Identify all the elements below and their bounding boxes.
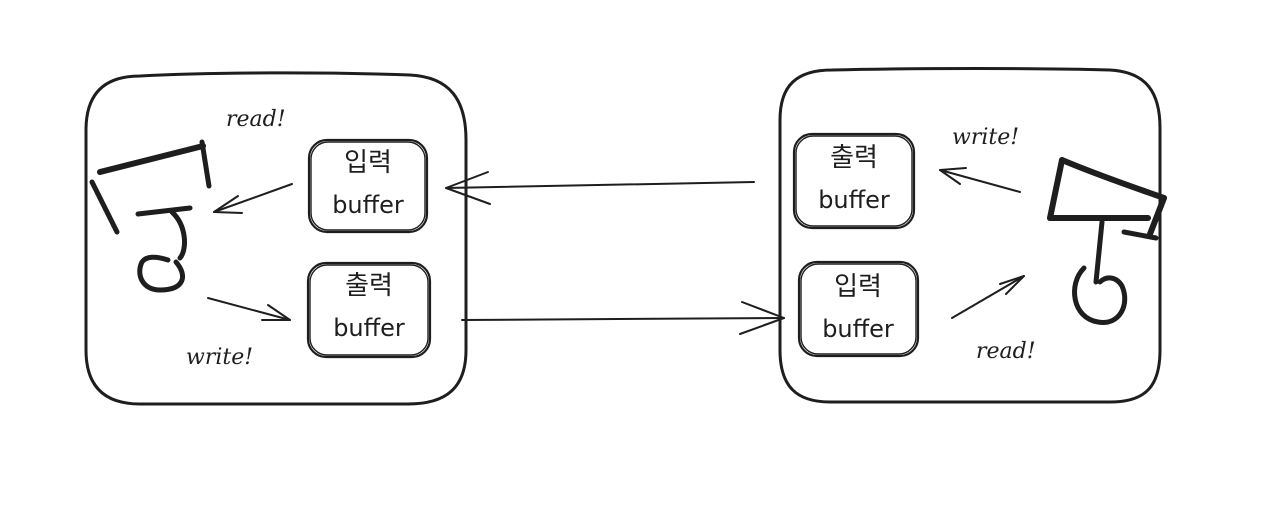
left-write-arrow [207,297,291,321]
left-input-buffer-title: 입력 [344,148,392,178]
right-write-arrow [939,167,1021,193]
right-input-buffer: 입력 buffer [797,260,920,358]
left-input-buffer: 입력 buffer [307,138,429,234]
left-node: read! write! 입력 buffer 출력 buffer [84,71,468,406]
right-output-buffer-title: 출력 [830,143,878,173]
right-read-note: read! [976,339,1036,364]
right-output-buffer: 출력 buffer [792,132,916,230]
right-output-buffer-subtitle: buffer [818,186,890,214]
right-input-buffer-title: 입력 [834,272,882,302]
right-to-left-arrow [445,171,755,205]
right-input-buffer-subtitle: buffer [822,315,894,343]
left-read-arrow [213,183,293,214]
left-read-note: read! [226,107,286,132]
left-write-note: write! [186,345,253,370]
left-output-buffer-title: 출력 [345,271,393,301]
right-read-arrow [951,275,1025,319]
left-output-buffer-subtitle: buffer [333,314,405,342]
right-write-note: write! [952,125,1019,150]
tilted-cup-icon-right [1047,157,1167,325]
tilted-cup-icon [89,139,212,293]
left-output-buffer: 출력 buffer [306,261,432,359]
left-to-right-arrow [461,301,785,335]
left-input-buffer-subtitle: buffer [332,191,404,219]
right-node: 출력 buffer 입력 buffer write! read! [778,67,1167,404]
